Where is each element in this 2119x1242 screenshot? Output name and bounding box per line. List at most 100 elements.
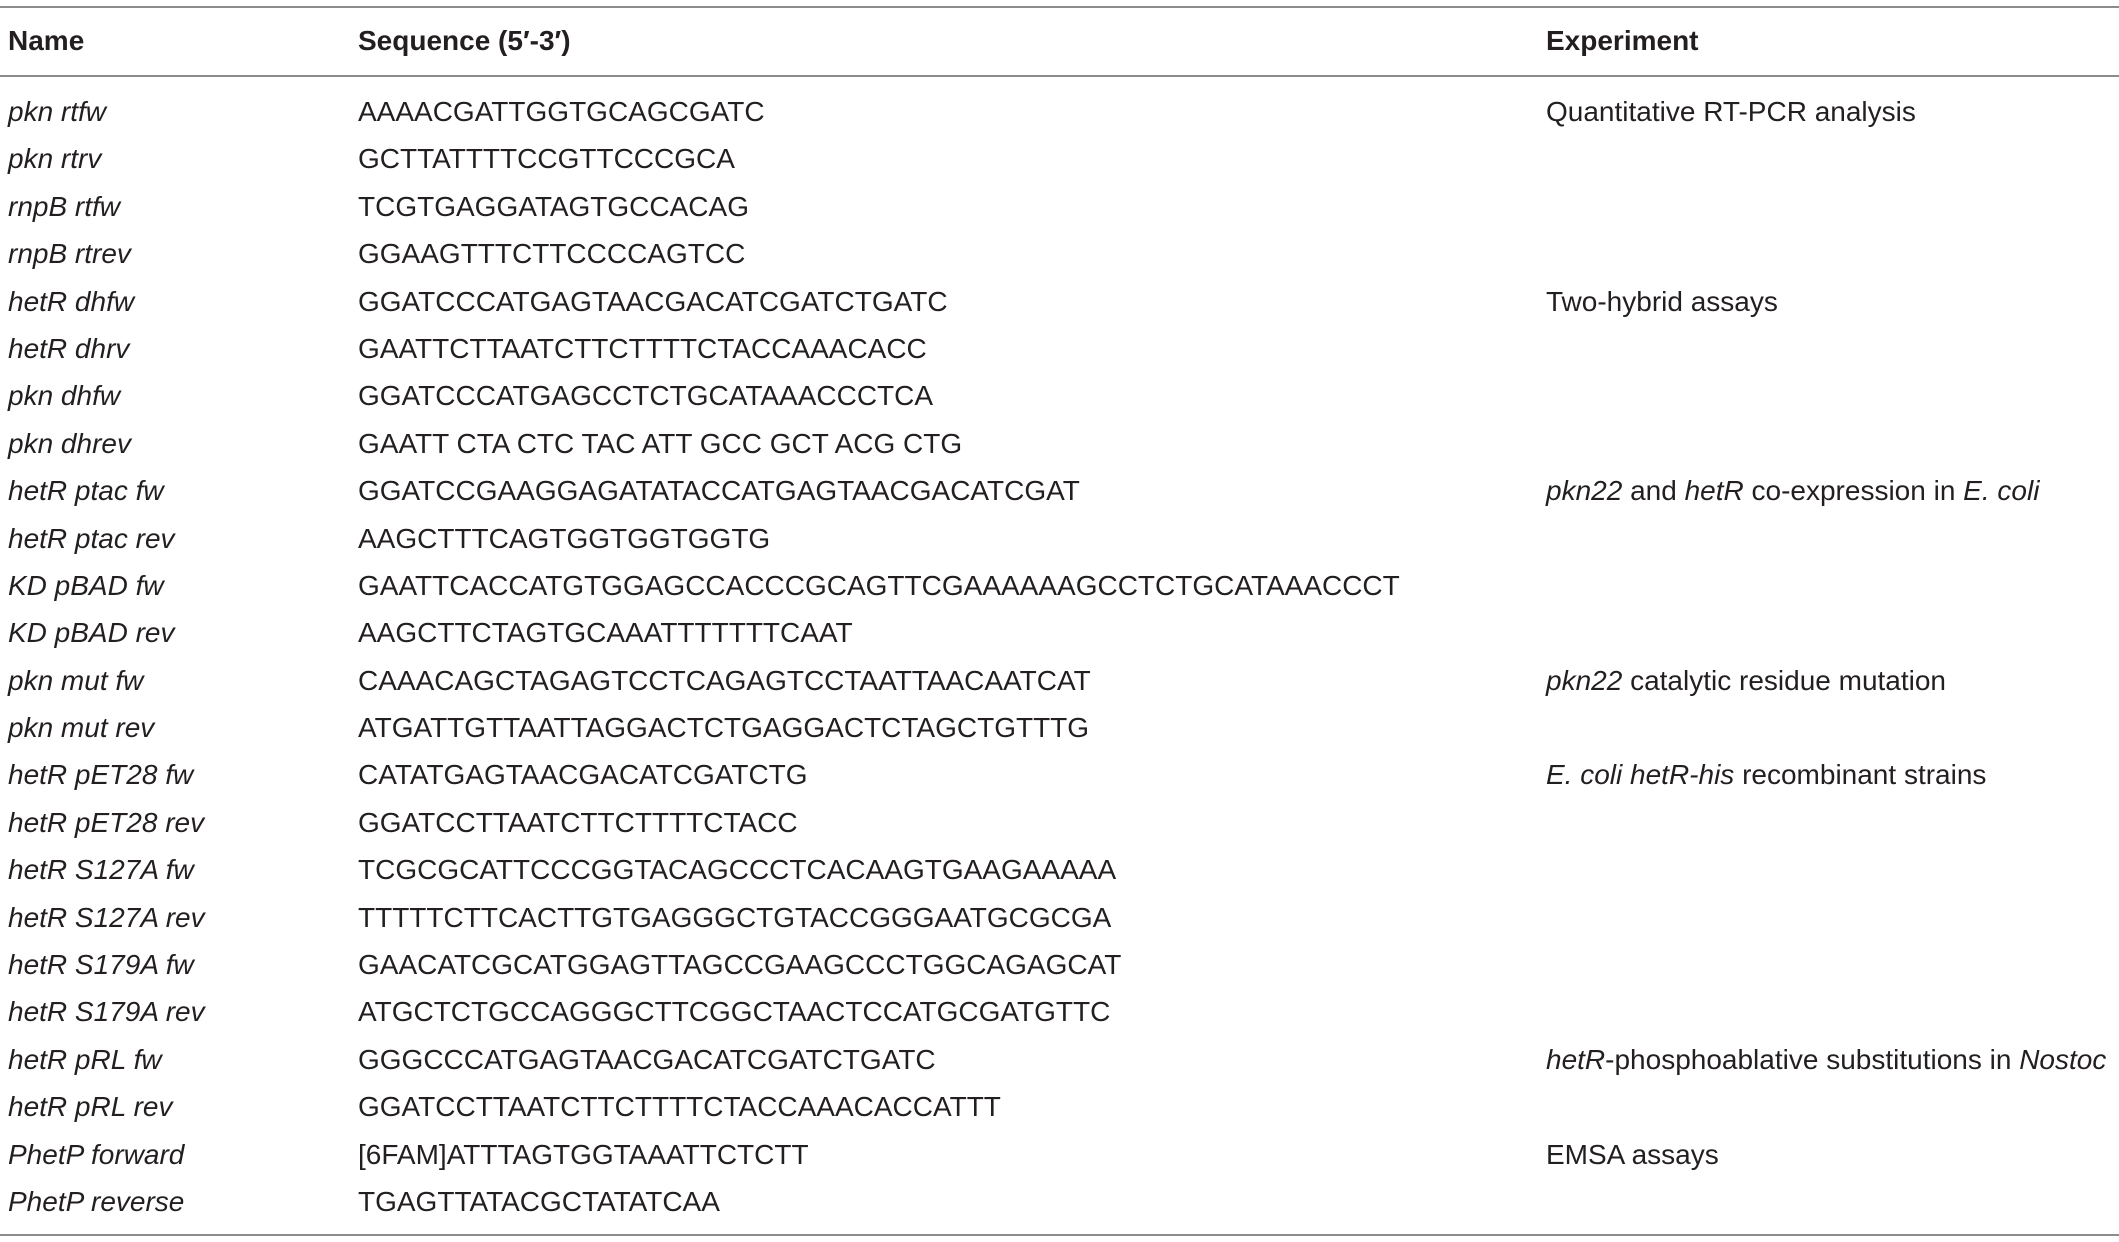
primer-name: PhetP reverse xyxy=(8,1185,185,1217)
table-row: hetR ptac fw GGATCCGAAGGAGATATACCATGAGTAA… xyxy=(0,467,2119,514)
primer-experiment: hetR-phosphoablative substitutions in No… xyxy=(1546,1036,2106,1083)
experiment-text-segment: and xyxy=(1622,475,1685,507)
table-row: pkn dhfw GGATCCCATGAGCCTCTGCATAAACCCTCA xyxy=(0,372,2119,419)
experiment-text-segment: E. coli xyxy=(1963,475,2040,507)
primer-name: pkn rtrv xyxy=(8,143,102,175)
experiment-text-segment: EMSA assays xyxy=(1546,1138,1719,1170)
table-row: hetR pET28 fw CATATGAGTAACGACATCGATCTG E. … xyxy=(0,751,2119,798)
experiment-text-segment: -phosphoablative substitutions in xyxy=(1605,1043,2020,1075)
primer-sequence: GGATCCCATGAGCCTCTGCATAAACCCTCA xyxy=(358,380,934,412)
table-row: hetR S127A rev TTTTTCTTCACTTGTGAGGGCTGTAC… xyxy=(0,894,2119,941)
table-row: hetR ptac rev AAGCTTTCAGTGGTGGTGGTG xyxy=(0,515,2119,562)
table-row: KD pBAD fw GAATTCACCATGTGGAGCCACCCGCAGTTC… xyxy=(0,562,2119,609)
top-rule xyxy=(0,6,2119,8)
primer-name: PhetP forward xyxy=(8,1138,185,1170)
primer-experiment: pkn22 and hetR co-expression in E. coli xyxy=(1546,467,2039,514)
table-row: pkn mut rev ATGATTGTTAATTAGGACTCTGAGGACTC… xyxy=(0,704,2119,751)
primer-experiment: E. coli hetR-his recombinant strains xyxy=(1546,751,1986,798)
table-row: pkn rtrv GCTTATTTTCCGTTCCCGCA xyxy=(0,135,2119,182)
primer-name: pkn rtfw xyxy=(8,96,107,127)
primer-sequence: GGATCCCATGAGTAACGACATCGATCTGATC xyxy=(358,285,948,317)
experiment-text-segment: recombinant strains xyxy=(1734,759,1987,791)
experiment-text-segment: catalytic residue mutation xyxy=(1622,664,1947,696)
experiment-text-segment: pkn22 xyxy=(1546,475,1623,507)
table-header-row: Name Sequence (5′-3′) Experiment xyxy=(0,6,2119,75)
primer-name: hetR S127A fw xyxy=(8,854,194,886)
table-body: pkn rtfw AAAACGATTGGTGCAGCGATC Quantitativ… xyxy=(0,88,2119,1225)
experiment-text-segment: pkn22 xyxy=(1546,664,1623,696)
primer-name: pkn mut rev xyxy=(8,712,155,744)
primer-sequence: GGATCCTTAATCTTCTTTTCTACC xyxy=(358,806,798,838)
primer-name: KD pBAD fw xyxy=(8,569,164,601)
primer-sequence: TCGTGAGGATAGTGCCACAG xyxy=(358,190,749,222)
primer-sequence: GAATTCTTAATCTTCTTTTCTACCAAACACC xyxy=(358,332,927,364)
primer-name: hetR pRL fw xyxy=(8,1043,162,1075)
primer-sequence: TGAGTTATACGCTATATCAA xyxy=(358,1185,720,1217)
experiment-text-segment: co-expression in xyxy=(1743,475,1964,507)
experiment-text-segment: Two-hybrid assays xyxy=(1546,285,1778,317)
table-row: PhetP reverse TGAGTTATACGCTATATCAA xyxy=(0,1178,2119,1225)
primer-experiment: Two-hybrid assays xyxy=(1546,278,1778,325)
primer-name: hetR dhfw xyxy=(8,285,135,317)
primer-name: hetR pET28 rev xyxy=(8,806,205,838)
table-row: pkn dhrev GAATT CTA CTC TAC ATT GCC GCT A… xyxy=(0,420,2119,467)
primer-name: hetR S179A fw xyxy=(8,949,194,981)
primer-sequence: GCTTATTTTCCGTTCCCGCA xyxy=(358,143,735,175)
primer-name: rnpB rtrev xyxy=(8,238,131,270)
primer-experiment: pkn22 catalytic residue mutation xyxy=(1546,657,1946,704)
primer-sequence: TCGCGCATTCCCGGTACAGCCCTCACAAGTGAAGAAAAA xyxy=(358,854,1117,886)
header-rule xyxy=(0,75,2119,77)
primer-sequence: AAGCTTCTAGTGCAAATTTTTTTCAAT xyxy=(358,617,853,649)
primer-sequence: GGATCCGAAGGAGATATACCATGAGTAACGACATCGAT xyxy=(358,475,1080,507)
primer-name: hetR S127A rev xyxy=(8,901,205,933)
primer-name: hetR dhrv xyxy=(8,332,130,364)
experiment-text-segment: hetR xyxy=(1546,1043,1606,1075)
primer-sequence: CAAACAGCTAGAGTCCTCAGAGTCCTAATTAACAATCAT xyxy=(358,664,1091,696)
table-row: hetR dhrv GAATTCTTAATCTTCTTTTCTACCAAACACC xyxy=(0,325,2119,372)
primer-name: KD pBAD rev xyxy=(8,617,175,649)
primer-sequence: GAATTCACCATGTGGAGCCACCCGCAGTTCGAAAAAAGCC… xyxy=(358,569,1400,601)
primer-sequence: AAGCTTTCAGTGGTGGTGGTG xyxy=(358,522,771,554)
table-row: hetR pRL fw GGGCCCATGAGTAACGACATCGATCTGAT… xyxy=(0,1036,2119,1083)
primer-sequence: TTTTTCTTCACTTGTGAGGGCTGTACCGGGAATGCGCGA xyxy=(358,901,1112,933)
primer-sequence: GGAAGTTTCTTCCCCAGTCC xyxy=(358,238,746,270)
primer-experiment: Quantitative RT-PCR analysis xyxy=(1546,88,1916,135)
experiment-text-segment: E. coli hetR-his xyxy=(1546,759,1735,791)
experiment-text-segment: Nostoc xyxy=(2019,1043,2107,1075)
primer-name: pkn dhfw xyxy=(8,380,121,412)
primer-name: hetR ptac rev xyxy=(8,522,175,554)
experiment-text-segment: hetR xyxy=(1684,475,1744,507)
table-row: rnpB rtrev GGAAGTTTCTTCCCCAGTCC xyxy=(0,230,2119,277)
primer-name: hetR pET28 fw xyxy=(8,759,194,791)
header-name: Name xyxy=(8,25,85,56)
primer-sequence: [6FAM]ATTTAGTGGTAAATTCTCTT xyxy=(358,1138,809,1170)
header-sequence: Sequence (5′-3′) xyxy=(358,25,571,56)
primer-sequence: CATATGAGTAACGACATCGATCTG xyxy=(358,759,808,791)
table-row: hetR dhfw GGATCCCATGAGTAACGACATCGATCTGATC… xyxy=(0,278,2119,325)
primer-name: hetR ptac fw xyxy=(8,475,164,507)
bottom-rule xyxy=(0,1234,2119,1236)
primer-sequence: GAATT CTA CTC TAC ATT GCC GCT ACG CTG xyxy=(358,427,963,459)
primer-sequence: GGATCCTTAATCTTCTTTTCTACCAAACACCATTT xyxy=(358,1091,1001,1123)
primer-sequence: AAAACGATTGGTGCAGCGATC xyxy=(358,96,765,127)
table-row: pkn rtfw AAAACGATTGGTGCAGCGATC Quantitativ… xyxy=(0,88,2119,135)
table-row: PhetP forward [6FAM]ATTTAGTGGTAAATTCTCTT E… xyxy=(0,1131,2119,1178)
primer-name: hetR S179A rev xyxy=(8,996,205,1028)
table-row: hetR pRL rev GGATCCTTAATCTTCTTTTCTACCAAAC… xyxy=(0,1083,2119,1130)
primer-name: pkn dhrev xyxy=(8,427,131,459)
table-row: rnpB rtfw TCGTGAGGATAGTGCCACAG xyxy=(0,183,2119,230)
primer-sequence: ATGATTGTTAATTAGGACTCTGAGGACTCTAGCTGTTTG xyxy=(358,712,1090,744)
table-row: hetR S127A fw TCGCGCATTCCCGGTACAGCCCTCACA… xyxy=(0,846,2119,893)
primer-sequence: GGGCCCATGAGTAACGACATCGATCTGATC xyxy=(358,1043,936,1075)
experiment-text-segment: Quantitative RT-PCR analysis xyxy=(1546,96,1916,127)
table-row: KD pBAD rev AAGCTTCTAGTGCAAATTTTTTTCAAT xyxy=(0,609,2119,656)
primer-name: hetR pRL rev xyxy=(8,1091,173,1123)
header-experiment: Experiment xyxy=(1546,25,1699,56)
primer-experiment: EMSA assays xyxy=(1546,1131,1719,1178)
table-row: hetR pET28 rev GGATCCTTAATCTTCTTTTCTACC xyxy=(0,799,2119,846)
primer-name: rnpB rtfw xyxy=(8,190,121,222)
